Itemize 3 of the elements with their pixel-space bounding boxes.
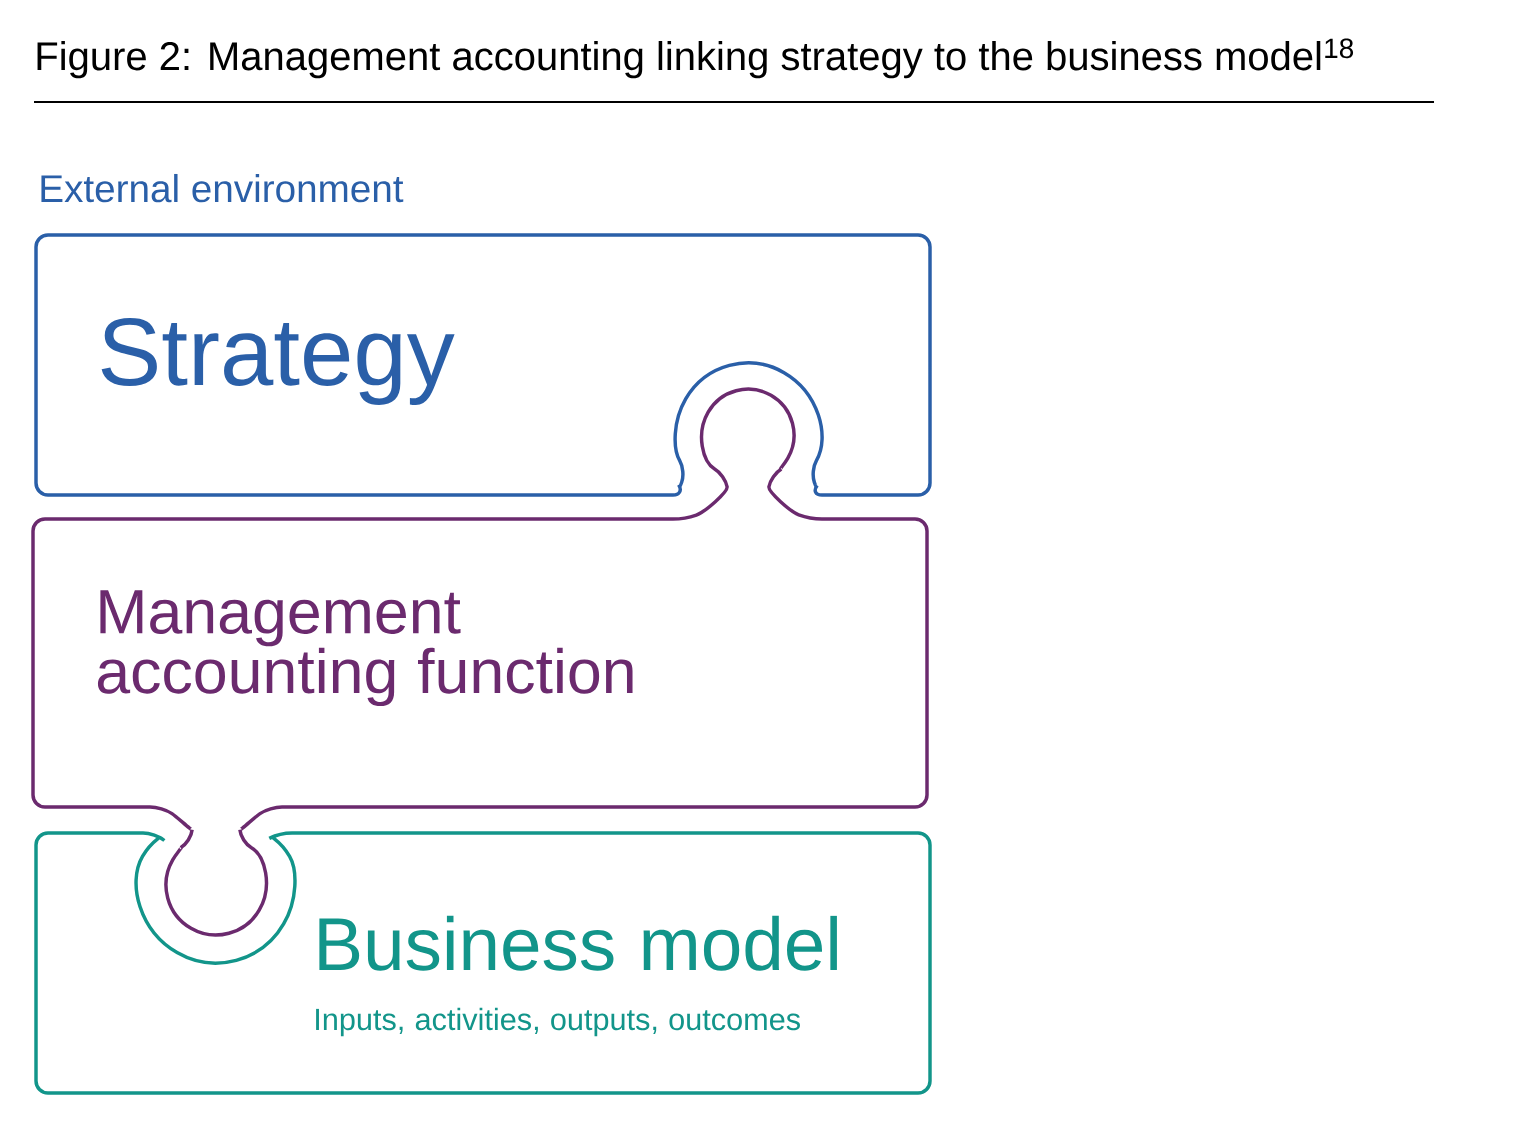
puzzle-piece: Business model Inputs, activities, outputs, outcomes: [34, 831, 932, 1095]
puzzle-piece: Strategy: [34, 233, 932, 497]
figure-title: Figure 2: Management accounting linking strategy to the business model$^{18}$: [37, 38, 1354, 79]
